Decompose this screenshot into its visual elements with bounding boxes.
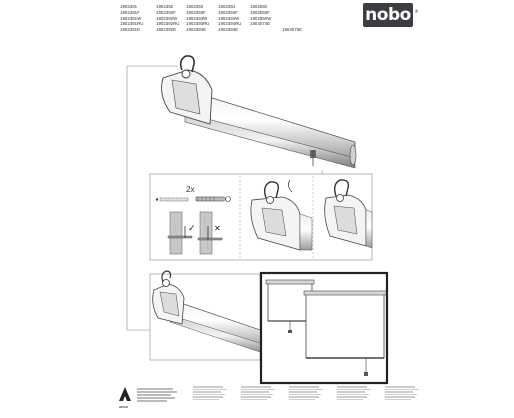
product-code: 1904075E bbox=[282, 27, 303, 33]
product-code: 1904074E bbox=[250, 21, 271, 27]
product-code: 1902393E bbox=[186, 27, 207, 33]
warning-text-block bbox=[283, 385, 327, 401]
product-code: 1902394W bbox=[218, 15, 240, 21]
product-code: 1902391W bbox=[120, 15, 142, 21]
code-column-6: 1904075E bbox=[282, 27, 302, 33]
product-code: 1902550 bbox=[250, 4, 268, 9]
product-code: 1902394RU bbox=[218, 21, 242, 27]
product-code: 1902394E bbox=[218, 27, 239, 33]
product-code: 1902394F bbox=[218, 9, 238, 15]
product-code: 1902392F bbox=[156, 9, 176, 15]
screw-icon bbox=[195, 196, 231, 202]
product-code: 1902393W bbox=[186, 15, 208, 21]
code-column-3: 1902393 1902393F 1902393W 1902393RU 1902… bbox=[186, 4, 209, 33]
cross-icon: ✕ bbox=[214, 224, 221, 233]
hook-icon bbox=[179, 55, 195, 79]
wall-section-wrong bbox=[197, 211, 223, 255]
code-column-2: 1902392 1902392F 1902392W 1902392RU 1902… bbox=[156, 4, 179, 33]
screen-case-icon bbox=[250, 179, 313, 251]
nobo-logo: nobo ® bbox=[363, 3, 418, 27]
code-column-1: 1902391 1902391F 1902391W 1902391RU 1902… bbox=[120, 4, 143, 33]
screen-case-icon bbox=[324, 179, 373, 249]
product-code-list: 1902391 1902391F 1902391W 1902391RU 1902… bbox=[120, 4, 320, 40]
large-screen-icon bbox=[303, 290, 387, 376]
check-icon: ✓ bbox=[188, 224, 196, 234]
product-code: 1902391E bbox=[120, 27, 141, 33]
acco-logo-icon bbox=[119, 387, 131, 401]
warning-text-block bbox=[187, 385, 231, 401]
product-code: 1902392W bbox=[156, 15, 178, 21]
product-code: 1902391F bbox=[120, 9, 140, 15]
warning-text-block bbox=[235, 385, 279, 401]
product-code: 1902392 bbox=[156, 4, 174, 9]
product-code: 1902392RU bbox=[156, 21, 180, 27]
multiplier-label: 2x bbox=[186, 185, 194, 194]
acco-logo-text: ACCO bbox=[119, 405, 128, 409]
warning-text-block bbox=[379, 385, 423, 401]
logo-text: nobo bbox=[365, 5, 411, 25]
product-code: 1902393F bbox=[186, 9, 206, 15]
product-code: 1902392E bbox=[156, 27, 177, 33]
warning-text-block bbox=[331, 385, 375, 401]
footer: ACCO bbox=[117, 385, 425, 417]
screen-case-icon bbox=[161, 69, 357, 169]
product-code: 1902550F bbox=[250, 9, 270, 15]
product-code: 1902550W bbox=[250, 15, 272, 21]
address-block bbox=[137, 387, 181, 403]
wall-section-correct bbox=[167, 211, 193, 255]
product-code: 1902391 bbox=[120, 4, 138, 9]
registered-mark: ® bbox=[414, 9, 419, 14]
code-column-4: 1902394 1902394F 1902394W 1902394RU 1902… bbox=[218, 4, 241, 33]
product-code: 1902394 bbox=[218, 4, 236, 9]
product-code: 1902391RU bbox=[120, 21, 144, 27]
code-column-5: 1902550 1902550F 1902550W 1904074E bbox=[250, 4, 271, 27]
product-code: 1902393 bbox=[186, 4, 204, 9]
product-code: 1902393RU bbox=[186, 21, 210, 27]
wall-plug-icon bbox=[155, 197, 189, 202]
